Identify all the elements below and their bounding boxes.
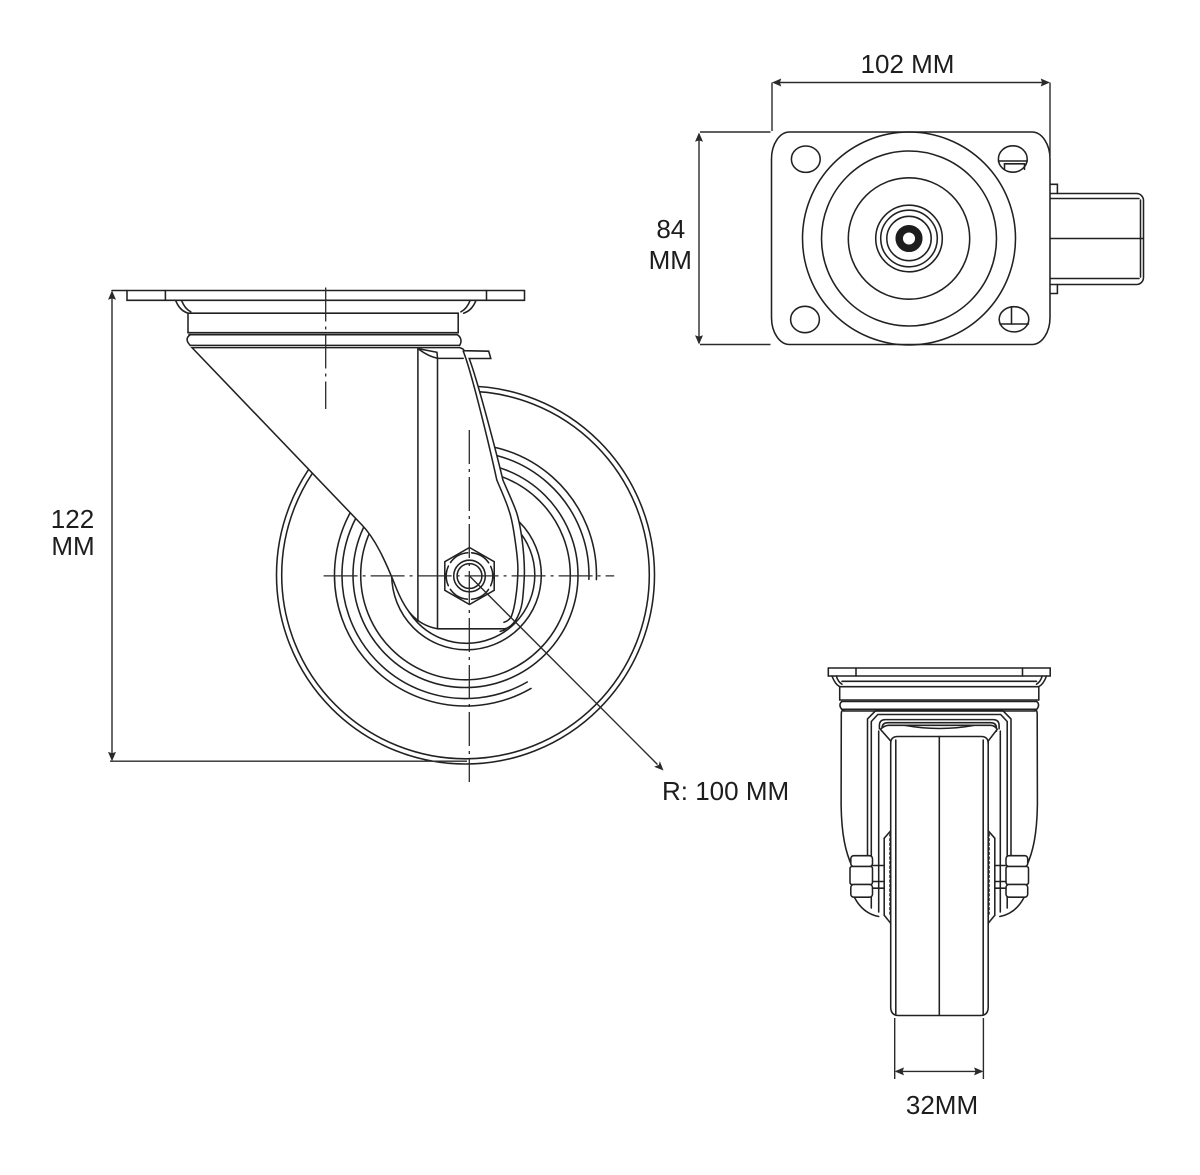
svg-text:122: 122	[51, 504, 94, 534]
svg-text:32MM: 32MM	[906, 1090, 978, 1120]
svg-text:MM: MM	[649, 245, 692, 275]
svg-text:MM: MM	[51, 531, 94, 561]
svg-text:84: 84	[656, 214, 685, 244]
svg-text:102 MM: 102 MM	[861, 49, 955, 79]
svg-text:R: 100 MM: R: 100 MM	[662, 776, 789, 806]
